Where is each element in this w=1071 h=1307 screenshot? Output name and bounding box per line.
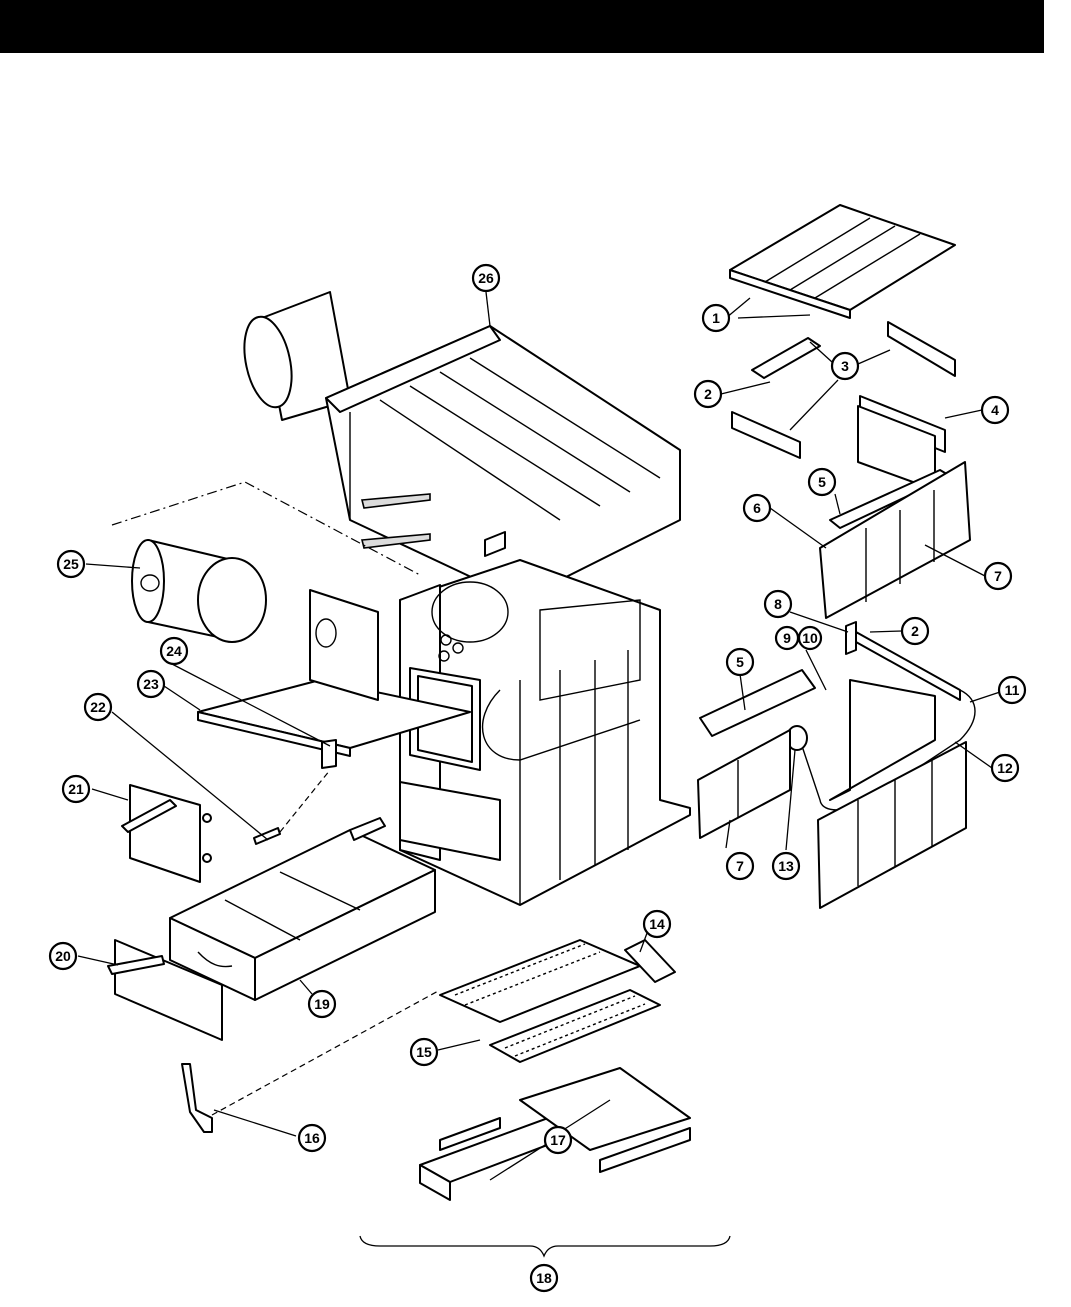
callout-15: 15 <box>409 1037 439 1067</box>
callout-7: 7 <box>983 561 1013 591</box>
svg-text:24: 24 <box>166 643 182 659</box>
svg-text:8: 8 <box>774 596 782 612</box>
svg-text:20: 20 <box>55 948 71 964</box>
svg-text:3: 3 <box>841 358 849 374</box>
svg-text:18: 18 <box>536 1270 552 1286</box>
ash-pan <box>169 817 436 1001</box>
boiler-body <box>399 531 691 906</box>
callout-6: 6 <box>742 493 772 523</box>
svg-text:21: 21 <box>68 781 84 797</box>
callout-1: 1 <box>701 303 731 333</box>
svg-text:10: 10 <box>802 630 818 646</box>
lower-side-insulation <box>697 669 816 839</box>
callout-5: 5 <box>807 467 837 497</box>
svg-text:7: 7 <box>994 568 1002 584</box>
callout-26: 26 <box>471 263 501 293</box>
svg-text:19: 19 <box>314 996 330 1012</box>
callout-14: 14 <box>642 909 672 939</box>
svg-text:2: 2 <box>911 623 919 639</box>
top-cover-panels <box>729 204 956 319</box>
bolt <box>253 769 331 845</box>
callout-12: 12 <box>990 753 1020 783</box>
callout-23: 23 <box>136 669 166 699</box>
rod <box>181 989 441 1133</box>
callout-22: 22 <box>83 692 113 722</box>
grates <box>439 939 661 1063</box>
pin <box>845 621 961 701</box>
svg-text:5: 5 <box>818 474 826 490</box>
svg-text:14: 14 <box>649 916 665 932</box>
front-lower-insulation <box>817 741 967 909</box>
callout-3: 3 <box>830 351 860 381</box>
callout-7: 7 <box>725 851 755 881</box>
fire-door <box>121 784 212 883</box>
svg-text:22: 22 <box>90 699 106 715</box>
callout-11: 11 <box>997 675 1027 705</box>
svg-text:16: 16 <box>304 1130 320 1146</box>
svg-text:2: 2 <box>704 386 712 402</box>
callout-16: 16 <box>297 1123 327 1153</box>
svg-text:4: 4 <box>991 402 999 418</box>
base-frame <box>197 589 471 769</box>
combustion-chamber <box>111 481 421 643</box>
svg-text:12: 12 <box>997 760 1013 776</box>
title-bar <box>0 0 1044 53</box>
callout-9: 9 <box>774 625 800 651</box>
callout-24: 24 <box>159 636 189 666</box>
callout-25: 25 <box>56 549 86 579</box>
callout-2: 2 <box>900 616 930 646</box>
clips <box>731 321 956 459</box>
leader-lines <box>77 291 1001 1181</box>
svg-text:9: 9 <box>783 630 791 646</box>
assembly-bracket-brace <box>359 1235 731 1258</box>
callout-8: 8 <box>763 589 793 619</box>
callout-20: 20 <box>48 941 78 971</box>
callout-17: 17 <box>543 1125 573 1155</box>
svg-text:25: 25 <box>63 556 79 572</box>
callout-10: 10 <box>797 625 823 651</box>
svg-text:15: 15 <box>416 1044 432 1060</box>
heat-exchanger-top <box>325 325 681 601</box>
callout-19: 19 <box>307 989 337 1019</box>
callout-4: 4 <box>980 395 1010 425</box>
svg-text:13: 13 <box>778 858 794 874</box>
svg-text:11: 11 <box>1005 682 1020 698</box>
svg-text:1: 1 <box>712 310 720 326</box>
upper-insulation <box>819 395 971 619</box>
svg-text:6: 6 <box>753 500 761 516</box>
callout-13: 13 <box>771 851 801 881</box>
callout-2: 2 <box>693 379 723 409</box>
callout-18: 18 <box>529 1263 559 1293</box>
svg-text:23: 23 <box>143 676 159 692</box>
grate-bracket <box>624 939 676 983</box>
svg-text:5: 5 <box>736 654 744 670</box>
callout-21: 21 <box>61 774 91 804</box>
svg-text:26: 26 <box>478 270 494 286</box>
svg-text:17: 17 <box>550 1132 566 1148</box>
svg-text:7: 7 <box>736 858 744 874</box>
ash-door <box>107 939 223 1041</box>
callout-5: 5 <box>725 647 755 677</box>
